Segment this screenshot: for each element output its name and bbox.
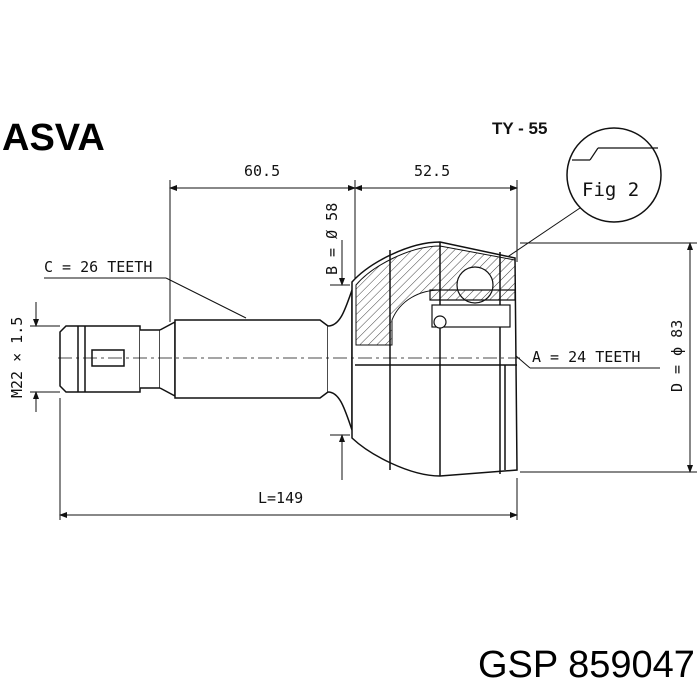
fig-2-detail: Fig 2 [499, 127, 662, 263]
c-teeth-label: C = 26 TEETH [44, 258, 152, 276]
dim-60-5: 60.5 [244, 162, 280, 180]
callout-c-teeth: C = 26 TEETH [44, 258, 247, 319]
a-teeth-label: A = 24 TEETH [532, 348, 640, 366]
part-number: GSP 859047 [478, 644, 695, 686]
dim-length: L=149 [258, 489, 303, 507]
brand-logo: ASVA [2, 117, 105, 159]
dim-d-diameter: D = ϕ 83 [668, 320, 686, 392]
dim-52-5: 52.5 [414, 162, 450, 180]
dimension-lines [30, 180, 697, 520]
fig-label: Fig 2 [582, 179, 639, 201]
ball-cage [429, 266, 516, 329]
dim-b-diameter: B = Ø 58 [323, 203, 341, 275]
dim-thread: M22 × 1.5 [8, 317, 26, 398]
model-code: TY - 55 [492, 119, 547, 138]
